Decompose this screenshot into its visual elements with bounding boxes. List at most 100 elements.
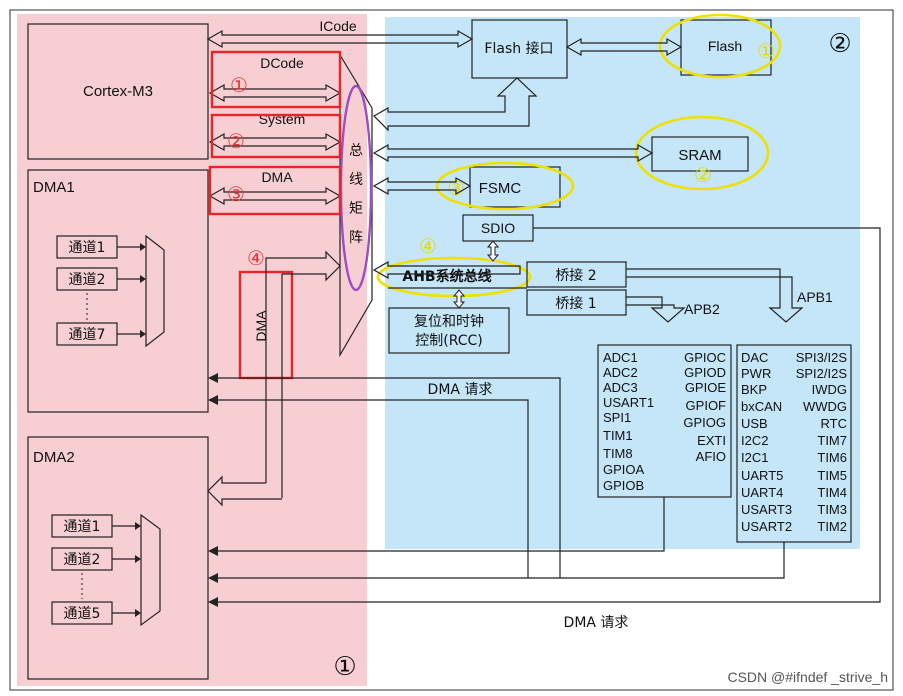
dma1-channel-2-label: 通道2	[69, 272, 106, 288]
icode-bus-label: ICode	[319, 18, 357, 34]
dma-vertical-label: DMA	[253, 310, 269, 342]
apb2-label: APB2	[684, 301, 720, 317]
cortex-m3-label: Cortex-M3	[83, 83, 153, 100]
matrix-to-ahb-arrow	[372, 260, 521, 280]
fsmc-label: FSMC	[479, 180, 522, 197]
bus-matrix-char-1: 总	[349, 143, 363, 159]
apb1-bus-arrow	[626, 268, 804, 323]
dcode-bus-label: DCode	[260, 55, 304, 71]
flash-interface-label: Flash 接口	[484, 40, 553, 57]
rcc-ahb-arrow	[452, 289, 466, 309]
red-annotation-4: ④	[247, 248, 265, 270]
fsmc-yellow-highlight	[435, 161, 575, 211]
dma-request-label-lower: DMA 请求	[564, 615, 629, 631]
apb2-periph: GPIOF	[686, 398, 727, 413]
flash-label: Flash	[708, 38, 742, 54]
apb2-periph: GPIOE	[685, 380, 727, 395]
rcc-label-line2: 控制(RCC)	[415, 333, 483, 349]
yellow-annotation-1: ①	[757, 41, 775, 63]
dma1-channel-7-label: 通道7	[69, 327, 106, 343]
red-annotation-3: ③	[227, 184, 245, 206]
apb1-periph: WWDG	[803, 399, 847, 414]
sdio-ahb-arrow	[486, 240, 500, 262]
dma-request-lines	[208, 227, 881, 607]
apb2-col1: ADC1 ADC2 ADC3 USART1 SPI1 TIM1 TIM8 GPI…	[603, 350, 654, 493]
apb2-periph: EXTI	[697, 433, 726, 448]
sram-block	[651, 136, 749, 172]
bridge2-label: 桥接 2	[555, 267, 596, 284]
apb1-periph: TIM6	[817, 450, 847, 465]
apb1-periph: I2C1	[741, 450, 768, 465]
apb1-periph: USART3	[741, 502, 792, 517]
system-red-highlight	[210, 113, 342, 159]
dma1-block	[27, 169, 209, 413]
apb1-col2: SPI3/I2S SPI2/I2S IWDG WWDG RTC TIM7 TIM…	[796, 350, 848, 534]
apb2-bus-arrow	[626, 296, 686, 323]
yellow-annotation-4: ④	[419, 236, 437, 258]
apb1-periph: USB	[741, 416, 768, 431]
dma2-channel-wires	[112, 525, 135, 614]
apb1-periph: BKP	[741, 382, 767, 397]
dma2-channel-2-label: 通道2	[64, 552, 101, 568]
apb2-periph: GPIOG	[683, 415, 726, 430]
sram-label: SRAM	[678, 147, 721, 164]
flash-interface-block	[471, 19, 568, 79]
flash-link-arrow	[565, 37, 683, 57]
dma1-mux	[145, 234, 165, 348]
apb2-periph: ADC2	[603, 365, 638, 380]
apb1-periph: UART4	[741, 485, 783, 500]
apb1-periph: RTC	[821, 416, 847, 431]
dma2-channel-1-label: 通道1	[64, 519, 101, 535]
apb1-col1: DAC PWR BKP bxCAN USB I2C2 I2C1 UART5 UA…	[741, 350, 792, 534]
fsmc-block	[469, 166, 561, 208]
apb1-periph: I2C2	[741, 433, 768, 448]
apb2-periph: GPIOB	[603, 478, 644, 493]
dma2-title: DMA2	[33, 449, 75, 466]
system-bus-label: System	[259, 111, 306, 127]
apb1-periph: TIM5	[817, 468, 847, 483]
apb1-periph: USART2	[741, 519, 792, 534]
dma-bus-red-highlight	[208, 165, 342, 216]
apb2-periph: ADC1	[603, 350, 638, 365]
dma-bus-label: DMA	[261, 169, 293, 185]
apb1-periph: SPI3/I2S	[796, 350, 848, 365]
apb2-periph: TIM8	[603, 446, 633, 461]
flash-yellow-highlight	[658, 13, 782, 79]
apb2-periph: SPI1	[603, 410, 631, 425]
apb2-periph: ADC3	[603, 380, 638, 395]
apb2-periph: TIM1	[603, 428, 633, 443]
dma2-channel-group: 通道1 通道2 通道5	[51, 513, 161, 627]
apb2-periph: GPIOC	[684, 350, 726, 365]
apb1-periph: DAC	[741, 350, 768, 365]
yellow-annotation-3: ③	[447, 178, 465, 200]
dma2-mux	[140, 513, 161, 627]
dma1-channel-wires	[117, 246, 140, 335]
dma1-channel-group: 通道1 通道2 通道7	[56, 234, 165, 348]
apb2-periph: GPIOA	[603, 462, 645, 477]
apb1-label: APB1	[797, 289, 833, 305]
bridge1-block	[526, 289, 627, 316]
matrix-to-fsmc-arrow	[372, 176, 472, 196]
apb1-periph: SPI2/I2S	[796, 366, 848, 381]
matrix-to-flash-interface-arrow	[373, 77, 538, 132]
apb1-periph: TIM7	[817, 433, 847, 448]
bridge1-label: 桥接 1	[555, 295, 596, 312]
apb2-col2: GPIOC GPIOD GPIOE GPIOF GPIOG EXTI AFIO	[683, 350, 726, 464]
core-region-marker: ①	[333, 651, 356, 681]
bridge2-block	[526, 261, 627, 288]
apb2-periph: AFIO	[696, 449, 726, 464]
bus-matrix-char-2: 线	[349, 172, 363, 188]
apb1-periph: PWR	[741, 366, 771, 381]
dma1-title: DMA1	[33, 179, 75, 196]
yellow-annotation-2: ②	[694, 165, 712, 187]
dma-vertical-pipe	[207, 250, 341, 507]
apb1-periph: TIM4	[817, 485, 847, 500]
apb1-periph: TIM2	[817, 519, 847, 534]
dma1-channel-1-label: 通道1	[69, 240, 106, 256]
apb2-periph: USART1	[603, 395, 654, 410]
ahb-bus-label: AHB系统总线	[402, 268, 491, 285]
bus-matrix-char-3: 矩	[349, 201, 363, 217]
peripheral-region-background	[385, 17, 860, 549]
dma-request-label-upper: DMA 请求	[428, 382, 493, 398]
rcc-label-line1: 复位和时钟	[414, 313, 484, 330]
